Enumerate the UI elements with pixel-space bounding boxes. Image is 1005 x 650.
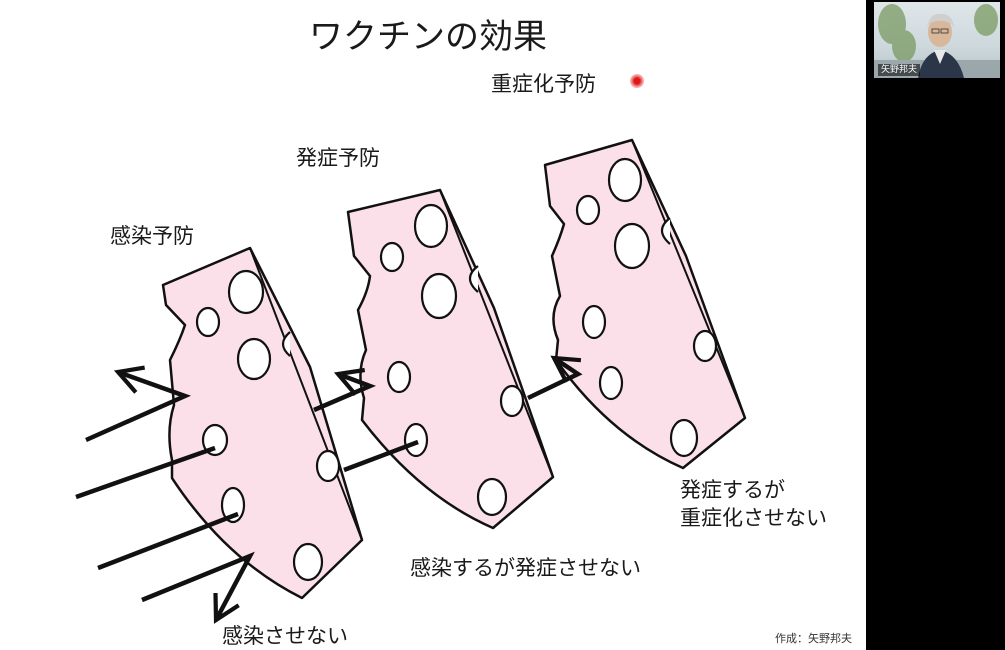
participant-video[interactable]: 矢野邦夫 xyxy=(874,2,1000,78)
laser-pointer-dot xyxy=(630,74,644,88)
label-no-infection: 感染させない xyxy=(222,624,348,648)
arrow-into-slice1-hole2 xyxy=(97,511,239,571)
slide-credit: 作成：矢野邦夫 xyxy=(775,632,852,645)
label-onset-line2: 重症化させない xyxy=(680,506,827,530)
label-onset-line1: 発症するが xyxy=(680,478,785,502)
arrow-deflect-up xyxy=(85,365,192,443)
cheese-slice-infection xyxy=(161,246,364,600)
arrow-slice1-to-slice2-hole xyxy=(343,439,419,473)
label-infection-prevention: 感染予防 xyxy=(110,224,194,248)
swiss-cheese-diagram xyxy=(75,138,747,624)
arrow-deflect-down xyxy=(141,551,255,624)
arrow-into-slice1-hole1 xyxy=(75,445,216,500)
slide-canvas: ワクチンの効果 重症化予防 発症予防 感染予防 発症するが 重症化させない 感染… xyxy=(75,17,852,648)
label-infected-no-onset: 感染するが発症させない xyxy=(410,556,641,580)
cheese-slice-onset xyxy=(346,188,555,530)
arrow-pass-slice1-to-slice2 xyxy=(313,367,377,413)
video-panel: 矢野邦夫 xyxy=(866,0,1005,650)
slide-title: ワクチンの効果 xyxy=(309,17,547,57)
label-onset-prevention: 発症予防 xyxy=(296,146,380,170)
cheese-slice-severe xyxy=(543,138,747,470)
participant-name-tag: 矢野邦夫 xyxy=(878,64,921,76)
arrow-pass-slice2-to-slice3 xyxy=(527,355,583,401)
label-severe-prevention: 重症化予防 xyxy=(491,72,596,96)
